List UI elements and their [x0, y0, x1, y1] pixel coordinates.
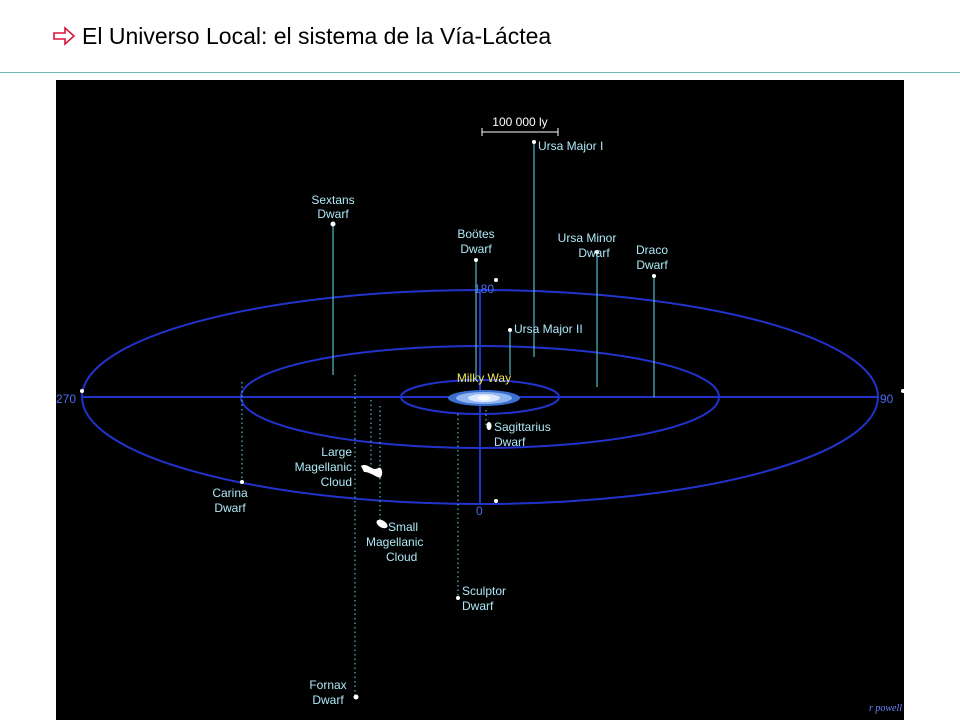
scale-bar-label: 100 000 ly	[492, 115, 547, 129]
angle-label-180: 180	[474, 282, 494, 296]
angle-label-0: 0	[476, 504, 483, 518]
label-carina-line1: Carina	[212, 486, 248, 500]
object-dots-above	[330, 140, 656, 332]
label-sextans-line1: Sextans	[311, 193, 354, 207]
label-ursa-minor-line2: Dwarf	[578, 246, 610, 260]
label-sagittarius-line2: Dwarf	[494, 435, 526, 449]
milky-way-label: Milky Way	[457, 371, 511, 385]
smc-shape	[376, 519, 388, 529]
label-smc-line1: Small	[388, 520, 418, 534]
slide-title-text: El Universo Local: el sistema de la Vía-…	[82, 22, 552, 49]
label-lmc-line2: Magellanic	[295, 460, 352, 474]
label-carina-line2: Dwarf	[214, 501, 246, 515]
slide-title: El Universo Local: el sistema de la Vía-…	[52, 20, 551, 52]
angle-label-270: 270	[56, 392, 76, 406]
label-fornax-line2: Dwarf	[312, 693, 344, 707]
label-fornax-line1: Fornax	[309, 678, 346, 692]
label-draco-line1: Draco	[636, 243, 668, 257]
object-dots-below	[240, 422, 492, 700]
label-sculptor-line2: Dwarf	[462, 599, 494, 613]
label-smc-line3: Cloud	[386, 550, 417, 564]
label-sagittarius-line1: Sagittarius	[494, 420, 551, 434]
diagram-canvas: 100 000 ly 180 270 90 0 Mil	[56, 115, 904, 714]
milky-way-satellites-diagram: 100 000 ly 180 270 90 0 Mil	[56, 80, 904, 720]
angle-markers	[80, 278, 904, 503]
stems-below	[241, 375, 487, 695]
hollow-right-arrow-icon	[53, 26, 76, 46]
label-ursa-major-1: Ursa Major I	[538, 139, 603, 153]
label-draco-line2: Dwarf	[636, 258, 668, 272]
stems-above	[332, 142, 655, 397]
label-bootes-line1: Boötes	[457, 227, 494, 241]
angle-label-90: 90	[880, 392, 894, 406]
label-sculptor-line1: Sculptor	[462, 584, 506, 598]
milky-way-galaxy	[448, 390, 520, 406]
label-lmc-line1: Large	[321, 445, 352, 459]
scale-bar: 100 000 ly	[481, 115, 559, 136]
label-ursa-minor-line1: Ursa Minor	[558, 231, 617, 245]
label-sextans-line2: Dwarf	[317, 207, 349, 221]
label-ursa-major-2: Ursa Major II	[514, 322, 583, 336]
label-lmc-line3: Cloud	[321, 475, 352, 489]
title-divider	[0, 72, 960, 73]
label-smc-line2: Magellanic	[366, 535, 423, 549]
lmc-shape	[361, 465, 383, 478]
label-bootes-line2: Dwarf	[460, 242, 492, 256]
image-credit: r powell	[869, 703, 902, 714]
